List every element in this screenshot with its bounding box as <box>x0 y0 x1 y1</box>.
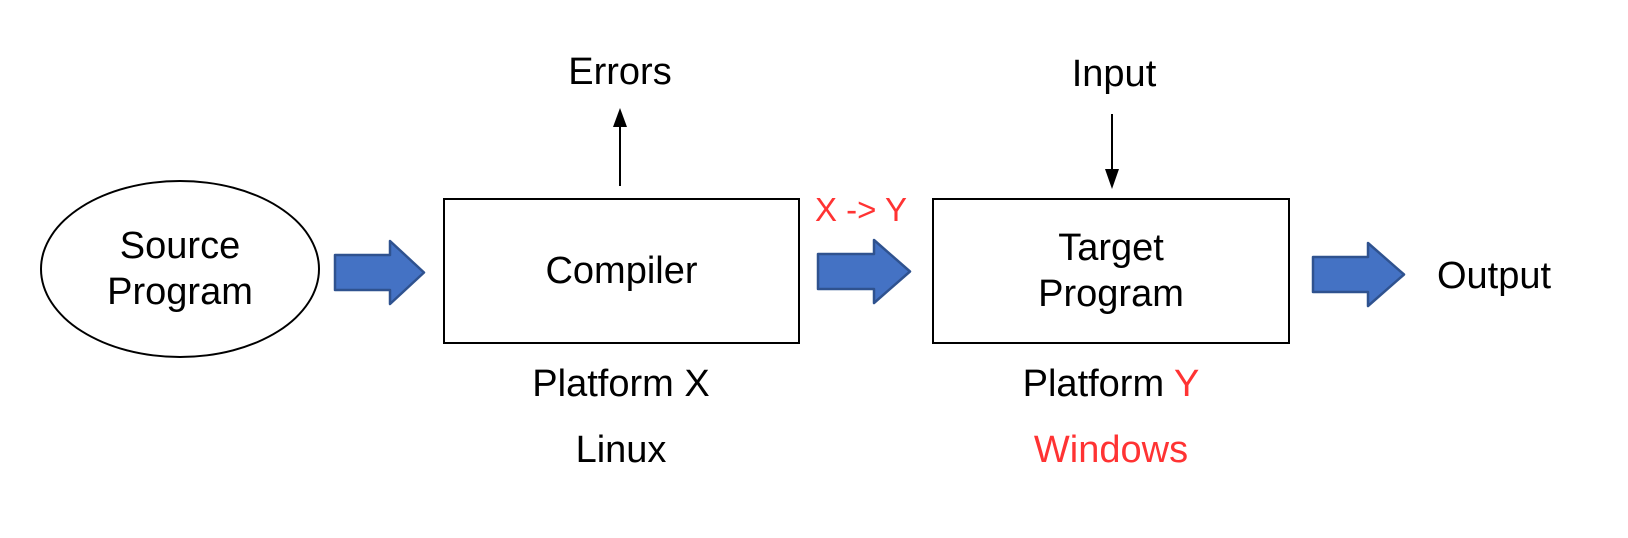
node-compiler: Compiler <box>443 198 800 344</box>
input-label: Input <box>1071 53 1157 95</box>
transform-x-to-y-label: X -> Y <box>814 191 908 228</box>
target-program-line2: Program <box>1038 273 1184 315</box>
platform-x-os-label: Linux <box>575 429 667 471</box>
input-arrow <box>1105 114 1119 189</box>
flow-arrow-compiler-to-target <box>816 238 912 305</box>
flow-arrow-target-to-output <box>1311 241 1406 308</box>
node-target-program: Target Program <box>932 198 1290 344</box>
output-label: Output <box>1436 255 1552 297</box>
compiler-label: Compiler <box>545 250 698 292</box>
source-program-line1: Source <box>119 225 241 267</box>
platform-x-label: Platform X <box>532 363 710 405</box>
flow-arrow-source-to-compiler <box>333 239 426 306</box>
source-program-line2: Program <box>107 271 253 313</box>
errors-arrow <box>613 108 627 186</box>
errors-label: Errors <box>568 51 672 93</box>
target-program-line1: Target <box>1058 227 1164 269</box>
node-source-program: Source Program <box>40 180 320 358</box>
platform-y-highlight: Y <box>1174 363 1200 405</box>
platform-y-os-label: Windows <box>1033 429 1189 471</box>
platform-y-text: Platform <box>1022 363 1165 405</box>
